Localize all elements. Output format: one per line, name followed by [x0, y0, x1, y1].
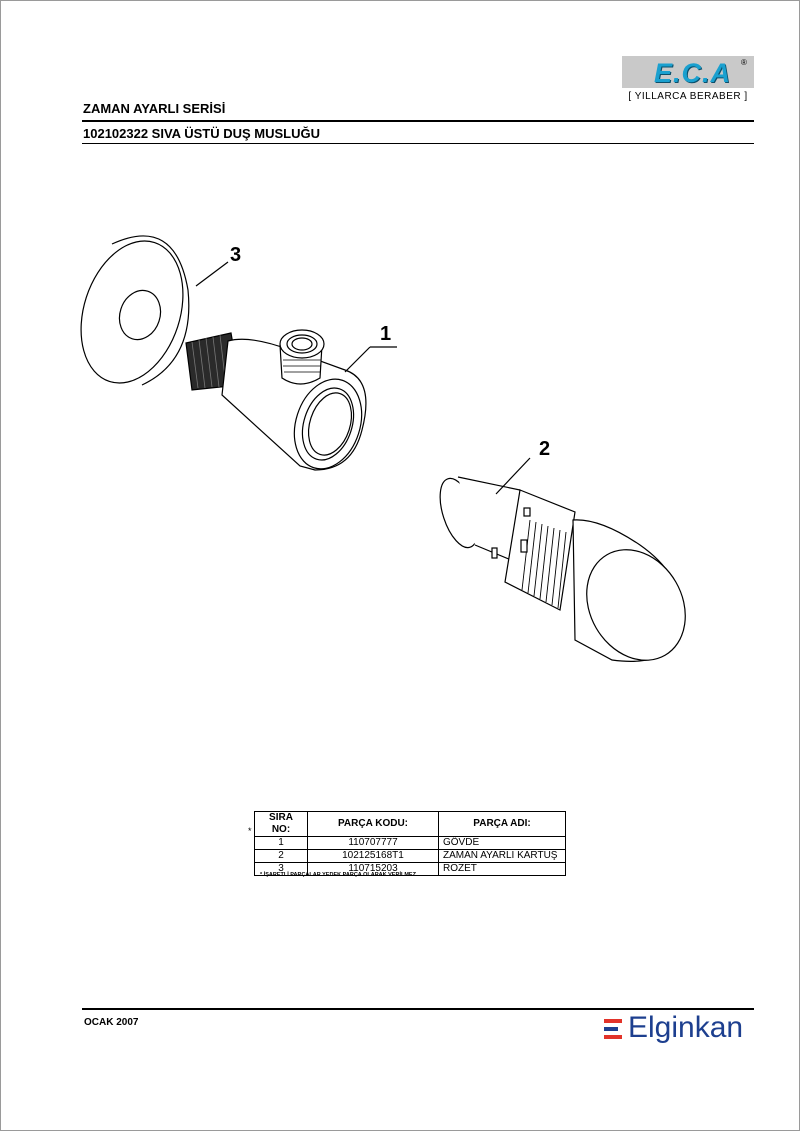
footer-rule	[82, 1008, 754, 1010]
callout-number-2: 2	[539, 438, 550, 460]
callout-number-3: 3	[230, 244, 241, 266]
row-code: 110707777	[307, 836, 439, 850]
row-code: 102125168T1	[307, 849, 439, 863]
row-name: GÖVDE	[438, 836, 566, 850]
row-no: 3	[254, 862, 308, 876]
document-date: OCAK 2007	[84, 1017, 139, 1028]
row-no: 2	[254, 849, 308, 863]
table-row: 2 102125168T1 ZAMAN AYARLI KARTUŞ	[254, 849, 566, 863]
cartridge-part-drawing	[439, 476, 686, 662]
rosette-part-drawing	[80, 235, 190, 386]
table-row: 1 110707777 GÖVDE	[254, 836, 566, 850]
callout-line-3	[195, 261, 229, 287]
callout-line-1a	[344, 346, 371, 373]
elginkan-logo: Elginkan	[628, 1011, 744, 1044]
spare-part-mark: *	[248, 826, 252, 836]
header-parca-kodu: PARÇA KODU:	[307, 811, 439, 837]
header-rule-top	[82, 120, 754, 122]
table-row: 3 110715203 ROZET	[254, 862, 566, 876]
row-no: 1	[254, 836, 308, 850]
row-name: ROZET	[438, 862, 566, 876]
eca-logo-background	[622, 56, 754, 88]
registered-mark: ®	[741, 58, 747, 67]
product-title: 102102322 SIVA ÜSTÜ DUŞ MUSLUĞU	[83, 126, 320, 141]
callout-line-2	[495, 457, 531, 495]
callout-number-1: 1	[380, 323, 391, 345]
header-sira-no: SIRA NO:	[254, 811, 308, 837]
table-header-row: SIRA NO: PARÇA KODU: PARÇA ADI:	[254, 811, 566, 837]
body-part-drawing	[185, 329, 367, 471]
row-name: ZAMAN AYARLI KARTUŞ	[438, 849, 566, 863]
parts-table: SIRA NO: PARÇA KODU: PARÇA ADI: 1 110707…	[254, 811, 566, 876]
elginkan-logo-icon	[604, 1019, 622, 1039]
eca-logo: E.C.A	[654, 58, 732, 88]
table-note: * İŞARETLİ PARÇALAR YEDEK PARÇA OLARAK V…	[260, 872, 416, 878]
logo-slogan: [ YILLARCA BERABER ]	[628, 91, 748, 102]
series-title: ZAMAN AYARLI SERİSİ	[83, 101, 226, 116]
header-parca-adi: PARÇA ADI:	[438, 811, 566, 837]
header-rule-bottom	[82, 143, 754, 144]
